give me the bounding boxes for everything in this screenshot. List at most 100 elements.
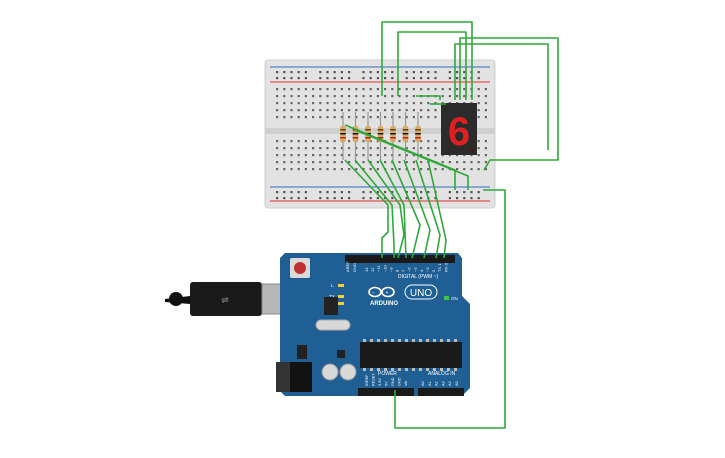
- digital-pin-label: ~5: [413, 267, 418, 272]
- rail-hole: [326, 197, 329, 200]
- chip-pin: [454, 339, 457, 342]
- terminal-hole: [283, 168, 286, 171]
- wire-pin-11[interactable]: [367, 159, 405, 259]
- rail-hole: [297, 77, 300, 80]
- wire-resistor-2[interactable]: [354, 129, 469, 190]
- terminal-hole: [276, 161, 279, 164]
- terminal-hole: [333, 109, 336, 112]
- terminal-hole: [333, 95, 336, 98]
- chip-pin: [391, 368, 394, 371]
- wire-pin-12[interactable]: [354, 159, 395, 258]
- terminal-hole: [441, 88, 444, 91]
- terminal-hole: [290, 161, 293, 164]
- terminal-hole: [276, 95, 279, 98]
- terminal-hole: [290, 109, 293, 112]
- resistor-band: [402, 133, 409, 135]
- wire-gnd[interactable]: [394, 189, 506, 429]
- rail-hole: [420, 191, 423, 194]
- wires[interactable]: [344, 21, 559, 429]
- display-decimal-point: [470, 148, 474, 152]
- terminal-hole: [441, 154, 444, 157]
- terminal-hole: [326, 95, 329, 98]
- terminal-hole: [348, 168, 351, 171]
- terminal-hole: [441, 168, 444, 171]
- terminal-hole: [463, 168, 466, 171]
- rail-hole: [333, 71, 336, 74]
- seven-segment-display[interactable]: 6: [441, 103, 477, 155]
- wire-pin-9[interactable]: [391, 159, 421, 259]
- chip-pin: [398, 339, 401, 342]
- resistor[interactable]: [390, 112, 396, 160]
- terminal-hole: [412, 95, 415, 98]
- reset-button-cap[interactable]: [294, 262, 306, 274]
- terminal-hole: [333, 116, 336, 119]
- wire-pin-8[interactable]: [403, 159, 431, 259]
- terminal-hole: [420, 116, 423, 119]
- terminal-hole: [484, 154, 487, 157]
- resistor-band: [377, 137, 384, 139]
- terminal-hole: [312, 88, 315, 91]
- terminal-hole: [276, 154, 279, 157]
- terminal-hole: [398, 95, 401, 98]
- digital-pin-label: ~9: [388, 267, 393, 272]
- terminal-hole: [456, 168, 459, 171]
- wire-pin-6[interactable]: [427, 159, 447, 259]
- rail-hole: [420, 77, 423, 80]
- wire-pin-10[interactable]: [379, 159, 407, 259]
- usb-symbol: ⇌: [221, 295, 229, 305]
- analog-pin-label: A5: [455, 381, 459, 386]
- rail-hole: [434, 197, 437, 200]
- terminal-hole: [384, 88, 387, 91]
- wire-pin-7[interactable]: [415, 159, 441, 259]
- resistor[interactable]: [377, 112, 384, 160]
- wire-segment-a[interactable]: [381, 21, 473, 100]
- terminal-hole: [319, 102, 322, 105]
- resistor-band: [415, 129, 421, 131]
- resistor-band: [352, 137, 359, 139]
- resistor[interactable]: [340, 112, 346, 160]
- rail-hole: [283, 191, 286, 194]
- terminal-hole: [276, 140, 279, 143]
- wire-segment-b[interactable]: [397, 31, 467, 100]
- terminal-hole: [312, 102, 315, 105]
- wire-segment-c[interactable]: [459, 37, 559, 171]
- terminal-hole: [362, 161, 365, 164]
- display-body: [441, 103, 477, 155]
- terminal-hole: [470, 168, 473, 171]
- wire-segment-f[interactable]: [454, 43, 549, 150]
- rail-hole: [376, 71, 379, 74]
- terminal-hole: [391, 95, 394, 98]
- terminal-hole: [348, 147, 351, 150]
- terminal-hole: [369, 102, 372, 105]
- terminal-hole: [434, 154, 437, 157]
- resistor[interactable]: [402, 112, 409, 160]
- terminal-hole: [304, 109, 307, 112]
- rail-hole: [348, 71, 351, 74]
- terminal-hole: [362, 102, 365, 105]
- terminal-hole: [283, 109, 286, 112]
- l-label: L: [331, 283, 334, 288]
- wire-pin-13[interactable]: [344, 159, 389, 258]
- terminal-hole: [398, 109, 401, 112]
- terminal-hole: [384, 154, 387, 157]
- terminal-hole: [290, 95, 293, 98]
- rail-hole: [333, 77, 336, 80]
- terminal-hole: [369, 140, 372, 143]
- resistor-band: [377, 133, 384, 135]
- digital-pin-label: RX 0: [443, 262, 448, 272]
- chip-pin: [363, 339, 366, 342]
- terminal-hole: [441, 161, 444, 164]
- terminal-hole: [376, 140, 379, 143]
- rail-hole: [319, 71, 322, 74]
- terminal-hole: [340, 102, 343, 105]
- wire-segment-g[interactable]: [416, 95, 441, 100]
- terminal-hole: [304, 95, 307, 98]
- terminal-hole: [304, 88, 307, 91]
- rail-hole: [340, 197, 343, 200]
- resistor[interactable]: [415, 112, 421, 160]
- rail-hole: [319, 197, 322, 200]
- terminal-hole: [326, 161, 329, 164]
